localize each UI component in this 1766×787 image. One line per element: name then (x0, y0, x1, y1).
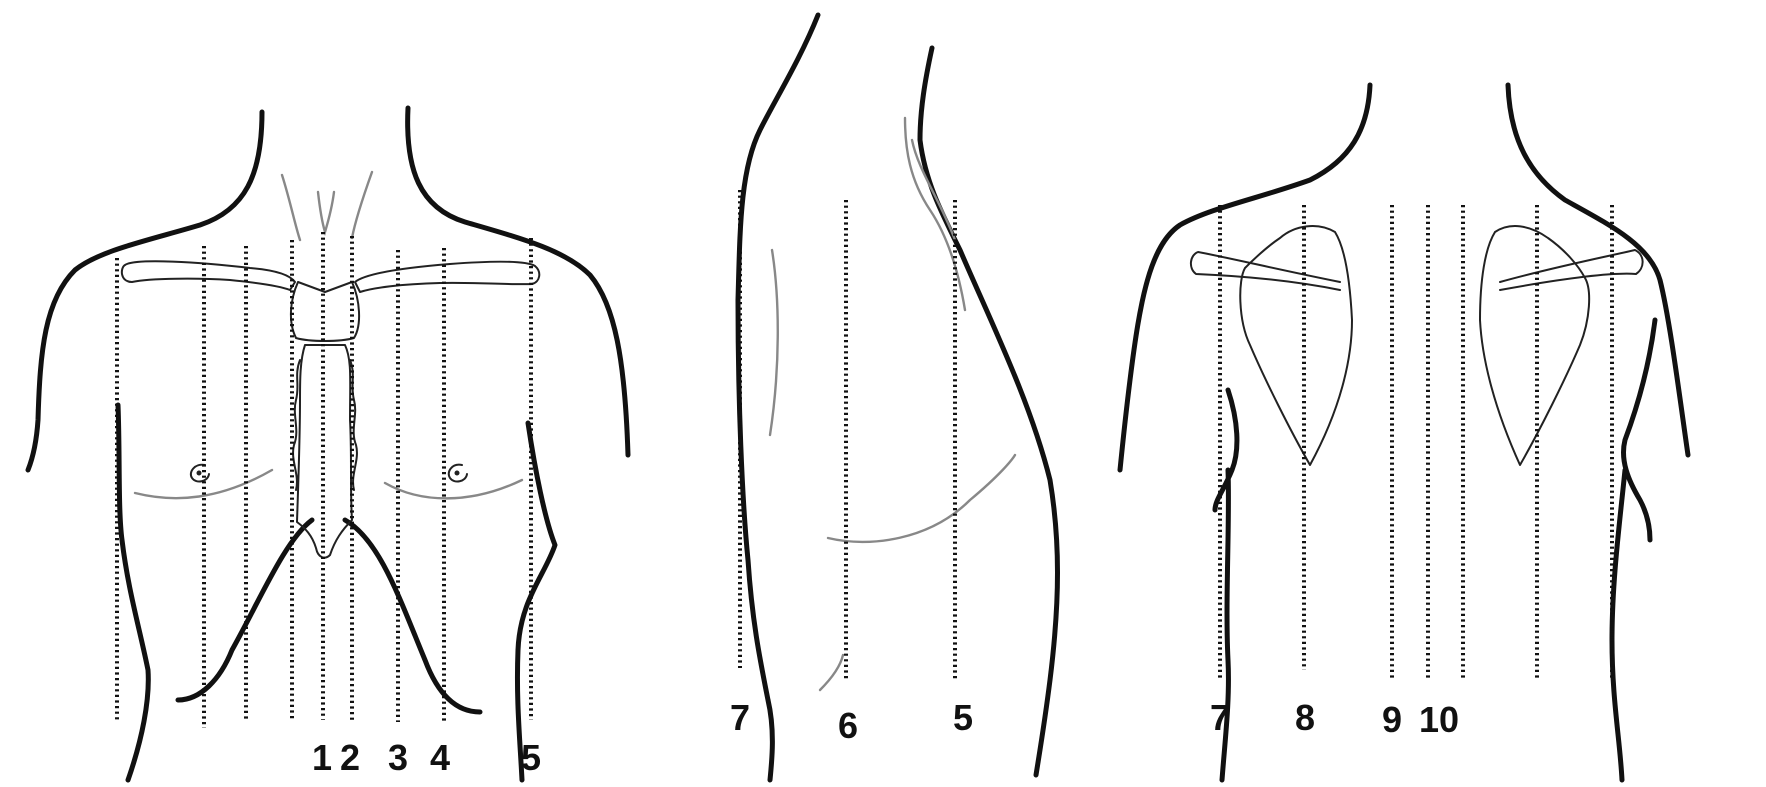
anterior-right-flank-outline (517, 423, 555, 780)
lateral-back-muscle (770, 250, 778, 435)
line-label-4: 4 (430, 737, 450, 778)
left-nipple-dot (197, 471, 202, 476)
line-label-5: 5 (521, 737, 541, 778)
right-breast-contour (385, 480, 522, 498)
line-label-7-lateral: 7 (730, 697, 750, 738)
anterior-view: 1 2 3 4 5 (28, 108, 628, 780)
neck-muscle-right (352, 172, 372, 238)
lateral-breast-contour (828, 455, 1015, 542)
anterior-left-neck-shoulder-outline (28, 112, 262, 470)
line-label-3: 3 (388, 737, 408, 778)
line-label-9: 9 (1382, 699, 1402, 740)
lateral-back-outline (738, 15, 818, 780)
anterior-right-neck-shoulder-outline (408, 108, 628, 455)
line-label-1: 1 (312, 737, 332, 778)
right-clavicle (355, 262, 539, 292)
left-scapula (1240, 226, 1352, 465)
right-scapula (1480, 226, 1589, 465)
left-clavicle (122, 261, 295, 290)
lateral-hip-mark (820, 655, 843, 690)
line-label-6: 6 (838, 705, 858, 746)
line-label-10: 10 (1419, 699, 1459, 740)
line-label-8: 8 (1295, 697, 1315, 738)
lateral-view: 7 6 5 (730, 15, 1058, 780)
right-nipple-dot (455, 471, 460, 476)
line-label-2: 2 (340, 737, 360, 778)
lateral-front-outline (920, 48, 1058, 775)
posterior-right-flank-outline (1612, 320, 1655, 780)
right-scapular-spine (1500, 250, 1643, 290)
posterior-view: 7 8 9 10 (1120, 85, 1688, 780)
posterior-right-neck-shoulder-outline (1508, 85, 1688, 455)
line-label-7-posterior: 7 (1210, 697, 1230, 738)
anterior-left-flank-outline (118, 405, 148, 780)
left-scapular-spine (1191, 252, 1340, 290)
trachea (318, 192, 334, 232)
anterior-right-costal-margin (345, 520, 480, 712)
line-label-5-lateral: 5 (953, 697, 973, 738)
neck-muscle-left (282, 175, 300, 240)
